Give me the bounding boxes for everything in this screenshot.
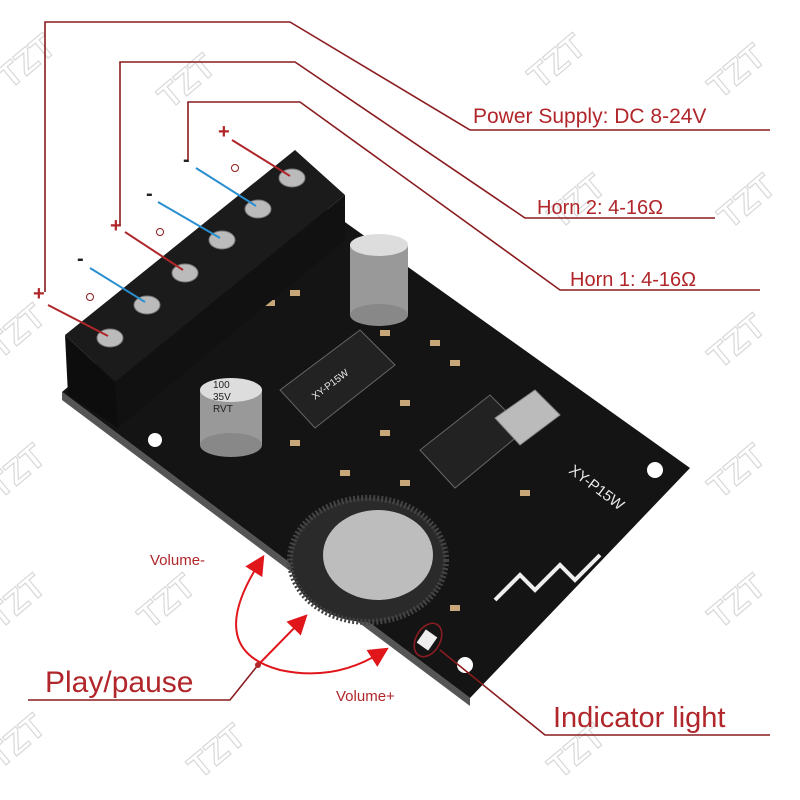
- horn-1-leader: [187, 101, 760, 291]
- mount-hole: [647, 462, 663, 478]
- indicator-light-label: Indicator light: [553, 702, 726, 734]
- wire-leads: [47, 139, 291, 337]
- capacitor-label: 100: [213, 380, 230, 391]
- volume-knob[interactable]: [287, 495, 449, 625]
- pin-dots: [86, 164, 239, 301]
- indicator-leader: [439, 649, 770, 736]
- indicator-led: [416, 629, 438, 651]
- polarity-marks: + - + - - +: [33, 121, 230, 305]
- polarity-plus: +: [33, 283, 45, 305]
- callout-lines: [28, 21, 770, 736]
- watermark: TZT: [131, 567, 203, 636]
- polarity-minus: -: [183, 149, 190, 171]
- smd-components: [265, 290, 530, 611]
- amplifier-chip: [279, 329, 396, 429]
- play-pause-leader: [28, 664, 259, 701]
- watermark: TZT: [701, 437, 773, 506]
- watermark: TZT: [151, 47, 223, 116]
- terminal-screw: [133, 295, 161, 315]
- crystal-oscillator: [494, 389, 561, 446]
- polarity-plus: +: [218, 121, 230, 143]
- watermark: TZT: [0, 707, 53, 776]
- horn-2-label: Horn 2: 4-16Ω: [537, 197, 663, 219]
- watermark: TZT: [701, 567, 773, 636]
- capacitor-label: RVT: [213, 404, 233, 415]
- polarity-minus: -: [77, 248, 84, 270]
- watermark: TZT: [0, 567, 53, 636]
- volume-arc-arrow: [235, 554, 389, 675]
- power-supply-leader: [44, 21, 770, 292]
- capacitor: 100 35V RVT: [200, 378, 262, 457]
- knob-arrows: [235, 554, 389, 675]
- play-pause-arrow: [257, 614, 308, 666]
- volume-plus-label: Volume+: [336, 688, 395, 705]
- terminal-screw: [171, 263, 199, 283]
- capacitor: [350, 234, 408, 326]
- watermark: TZT: [701, 307, 773, 376]
- polarity-plus: +: [110, 215, 122, 237]
- indicator-highlight: [413, 622, 443, 658]
- horn-1-label: Horn 1: 4-16Ω: [570, 269, 696, 291]
- watermark: TZT: [711, 167, 783, 236]
- terminal-screw: [244, 199, 272, 219]
- watermark: TZT: [181, 717, 253, 786]
- play-pause-label: Play/pause: [45, 666, 193, 699]
- horn-2-leader: [119, 61, 715, 225]
- power-supply-label: Power Supply: DC 8-24V: [473, 105, 706, 128]
- capacitor-label: 35V: [213, 392, 231, 403]
- polarity-minus: -: [146, 183, 153, 205]
- watermark: TZT: [0, 27, 63, 96]
- pcb-antenna: [493, 553, 602, 602]
- watermark: TZT: [521, 27, 593, 96]
- watermark: TZT: [701, 37, 773, 106]
- watermark: TZT: [0, 297, 53, 366]
- mount-hole: [457, 657, 473, 673]
- mount-hole: [148, 433, 162, 447]
- volume-minus-label: Volume-: [150, 552, 205, 569]
- watermark: TZT: [0, 437, 53, 506]
